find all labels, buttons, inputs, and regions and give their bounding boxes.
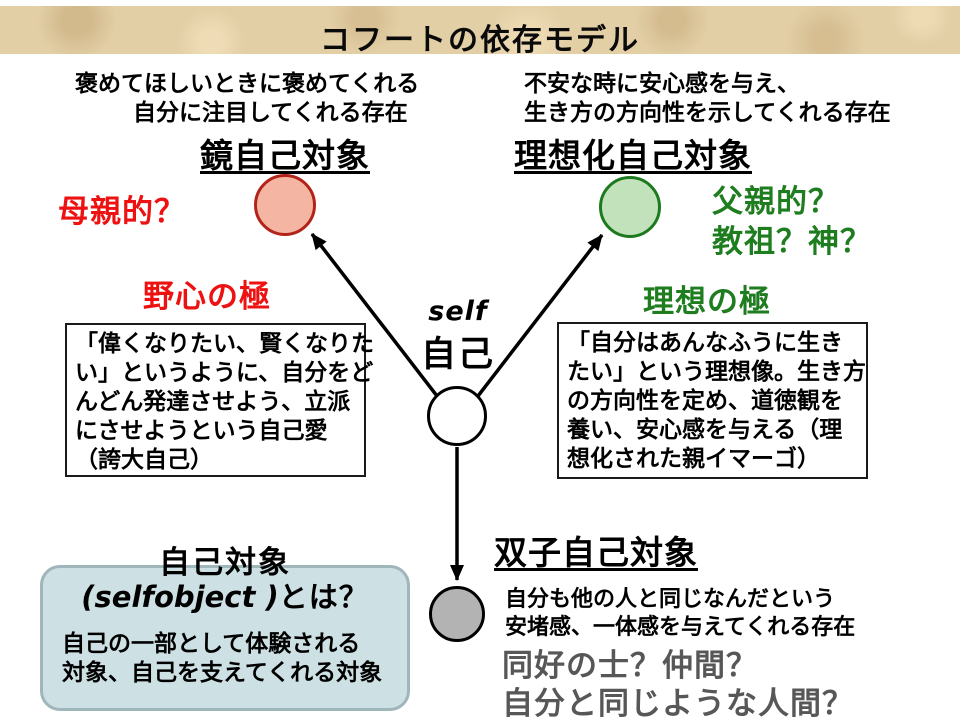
definition-body-line2: 対象、自己を支えてくれる対象	[62, 660, 383, 686]
idealized-description-line2: 生き方の方向性を示してくれる存在	[524, 100, 891, 126]
textbox-line: たい」という理想像。生き方	[567, 359, 866, 385]
ambition-pole-textbox: 「偉くなりたい、賢くなりた い」というように、自分をど んどん発達させよう、立派…	[65, 323, 374, 477]
mirror-description-line2: 自分に注目してくれる存在	[133, 100, 408, 126]
textbox-line: にさせようという自己愛	[75, 418, 328, 444]
definition-heading-japanese: とは？	[278, 580, 369, 614]
textbox-line: 養い、安心感を与える（理	[567, 417, 843, 443]
twin-description-line1: 自分も他の人と同じなんだという	[505, 587, 836, 612]
textbox-line: （誇大自己）	[75, 447, 213, 473]
idealized-selfobject-node	[599, 176, 661, 238]
twin-description-line2: 安堵感、一体感を与えてくれる存在	[505, 615, 856, 640]
fatherly-label-line2: 教祖？神？	[712, 224, 872, 260]
textbox-line: の方向性を定め、道徳観を	[567, 388, 843, 414]
definition-body-line1: 自己の一部として体験される	[62, 631, 361, 657]
ambition-pole-label: 野心の極	[143, 279, 271, 315]
idealized-selfobject-heading: 理想化自己対象	[514, 136, 752, 175]
definition-heading-line2: (selfobject )とは？	[40, 574, 410, 616]
title-banner	[0, 6, 960, 54]
twin-selfobject-heading: 双子自己対象	[494, 533, 698, 572]
twin-label-line2: 自分と同じような人間？	[502, 686, 854, 720]
fatherly-label-line1: 父親的？	[712, 184, 840, 220]
ideal-pole-textbox: 「自分はあんなふうに生き たい」という理想像。生き方 の方向性を定め、道徳観を …	[557, 322, 868, 479]
textbox-line: 「偉くなりたい、賢くなりた	[75, 331, 374, 357]
page-title: コフートの依存モデル	[320, 23, 640, 58]
mirror-selfobject-heading: 鏡自己対象	[200, 136, 370, 175]
motherly-label: 母親的？	[58, 194, 186, 230]
ideal-pole-label: 理想の極	[643, 284, 771, 320]
self-label-english: self	[428, 296, 488, 327]
textbox-line: い」というように、自分をど	[75, 360, 374, 386]
textbox-line: んどん発達させよう、立派	[75, 389, 351, 415]
mirror-selfobject-node	[254, 174, 316, 236]
mirror-description-line1: 褒めてほしいときに褒めてくれる	[75, 71, 420, 97]
self-node	[427, 386, 487, 446]
textbox-line: 想化された親イマーゴ）	[567, 446, 820, 472]
self-label-japanese: 自己	[420, 335, 495, 375]
textbox-line: 「自分はあんなふうに生き	[567, 330, 843, 356]
selfobject-definition-box	[40, 565, 410, 711]
twin-label-line1: 同好の士？仲間？	[502, 648, 758, 684]
twin-selfobject-node	[429, 586, 485, 642]
idealized-description-line1: 不安な時に安心感を与え、	[524, 71, 800, 97]
definition-heading-english: (selfobject )	[81, 580, 279, 614]
definition-heading-line1: 自己対象	[159, 545, 291, 581]
